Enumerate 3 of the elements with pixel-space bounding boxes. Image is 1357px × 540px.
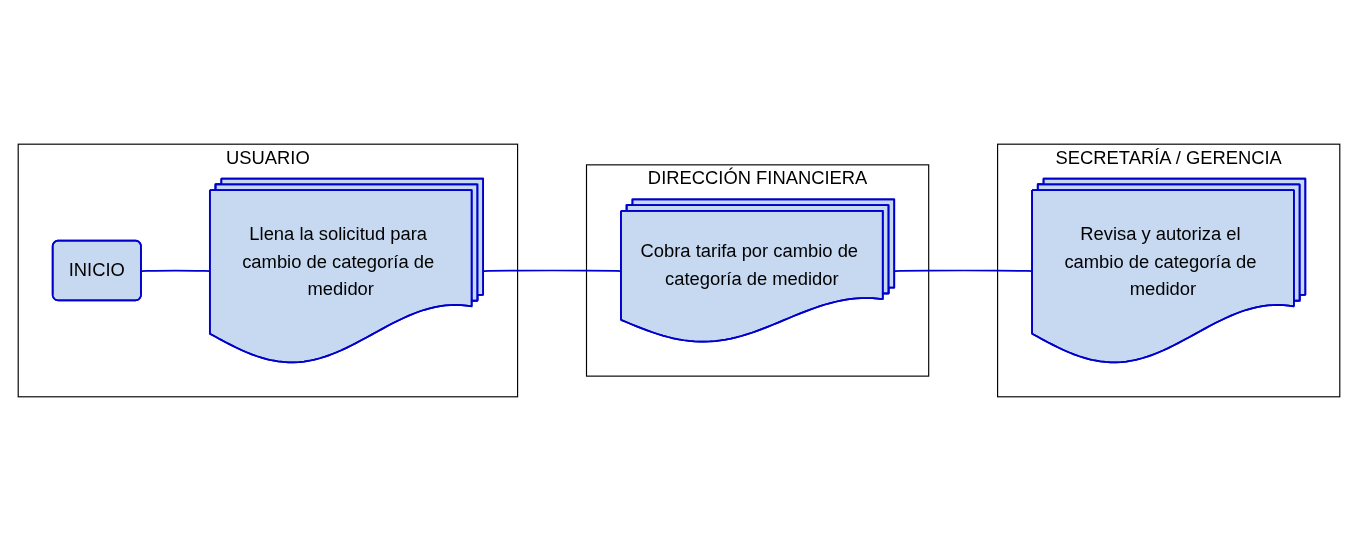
- connector: [482, 269, 622, 272]
- connector: [140, 269, 211, 272]
- connector: [893, 269, 1033, 272]
